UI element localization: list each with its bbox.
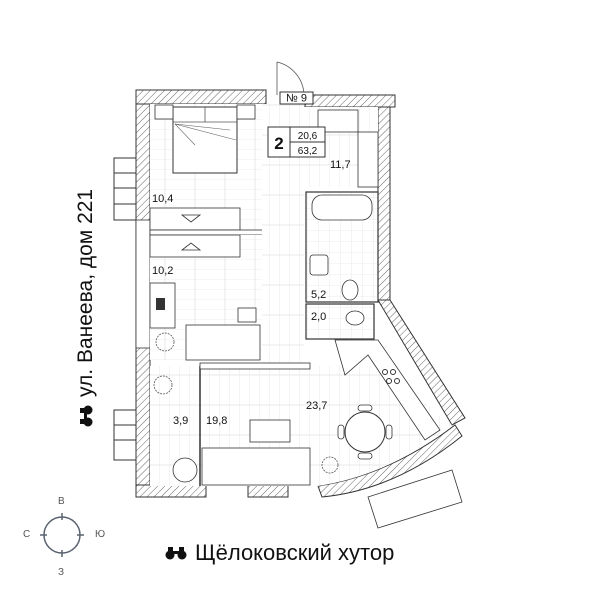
window-left-middle xyxy=(135,219,151,349)
monitor-icon xyxy=(156,298,165,310)
coffee-table xyxy=(249,419,291,443)
balcony-outline xyxy=(367,469,463,529)
sofa xyxy=(201,447,311,486)
plant-icon xyxy=(153,375,173,395)
area-bathroom: 5,2 xyxy=(311,289,326,301)
compass-east: В xyxy=(58,496,65,507)
apartment-number-box xyxy=(279,91,314,105)
complex-name: Щёлоковский хутор xyxy=(195,540,395,565)
room-toilet xyxy=(305,303,375,340)
toilet-2 xyxy=(345,310,365,326)
kitchen-counter xyxy=(334,339,441,441)
hall-wardrobe-side xyxy=(357,131,379,188)
area-summary: 2 20,6 63,2 xyxy=(267,126,326,158)
total-area: 63,2 xyxy=(298,146,318,157)
area-bedroom-2: 10,2 xyxy=(152,265,173,277)
compass: В С Ю З xyxy=(20,480,120,590)
armchair-round xyxy=(172,457,198,483)
cooktop xyxy=(382,369,400,384)
partition xyxy=(149,229,266,236)
area-hallway: 11,7 xyxy=(330,159,351,171)
bathtub xyxy=(311,194,373,221)
binoculars-icon xyxy=(165,547,187,560)
dining-table xyxy=(337,404,393,460)
partition-living xyxy=(199,362,311,370)
wardrobe-bedroom-1 xyxy=(149,207,241,231)
apartment-number: № 9 xyxy=(286,93,307,105)
window-left-top xyxy=(113,157,137,221)
area-nook: 3,9 xyxy=(173,415,188,427)
entrance-door xyxy=(276,61,305,96)
compass-west: З xyxy=(58,567,65,578)
room-labels: 10,4 10,2 11,7 5,2 2,0 3,9 19,8 23,7 xyxy=(152,159,351,427)
plant-icon xyxy=(321,456,339,474)
street-address: ул. Ванеева, дом 221 xyxy=(74,188,97,397)
area-kitchen: 23,7 xyxy=(306,400,327,412)
compass-south: Ю xyxy=(95,529,106,540)
rooms-count: 2 xyxy=(274,134,283,153)
plant-icon xyxy=(155,332,175,352)
wardrobe-bedroom-2 xyxy=(149,234,241,258)
area-bedroom-1: 10,4 xyxy=(152,193,173,205)
area-living: 19,8 xyxy=(206,415,227,427)
street-label: ул. Ванеева, дом 221 xyxy=(66,170,106,430)
area-toilet: 2,0 xyxy=(311,311,326,323)
living-area: 20,6 xyxy=(298,131,318,142)
binoculars-icon xyxy=(80,405,93,427)
bed-single xyxy=(185,307,261,361)
window-left-bottom xyxy=(113,409,137,461)
outer-walls xyxy=(135,89,466,498)
toilet-1 xyxy=(341,279,359,301)
compass-north: С xyxy=(23,529,31,540)
sink xyxy=(309,254,329,276)
complex-title: Щёлоковский хутор xyxy=(165,540,394,566)
bed-double xyxy=(154,104,256,174)
compass-ring-icon xyxy=(40,513,84,557)
hall-wardrobe-top xyxy=(317,109,359,133)
